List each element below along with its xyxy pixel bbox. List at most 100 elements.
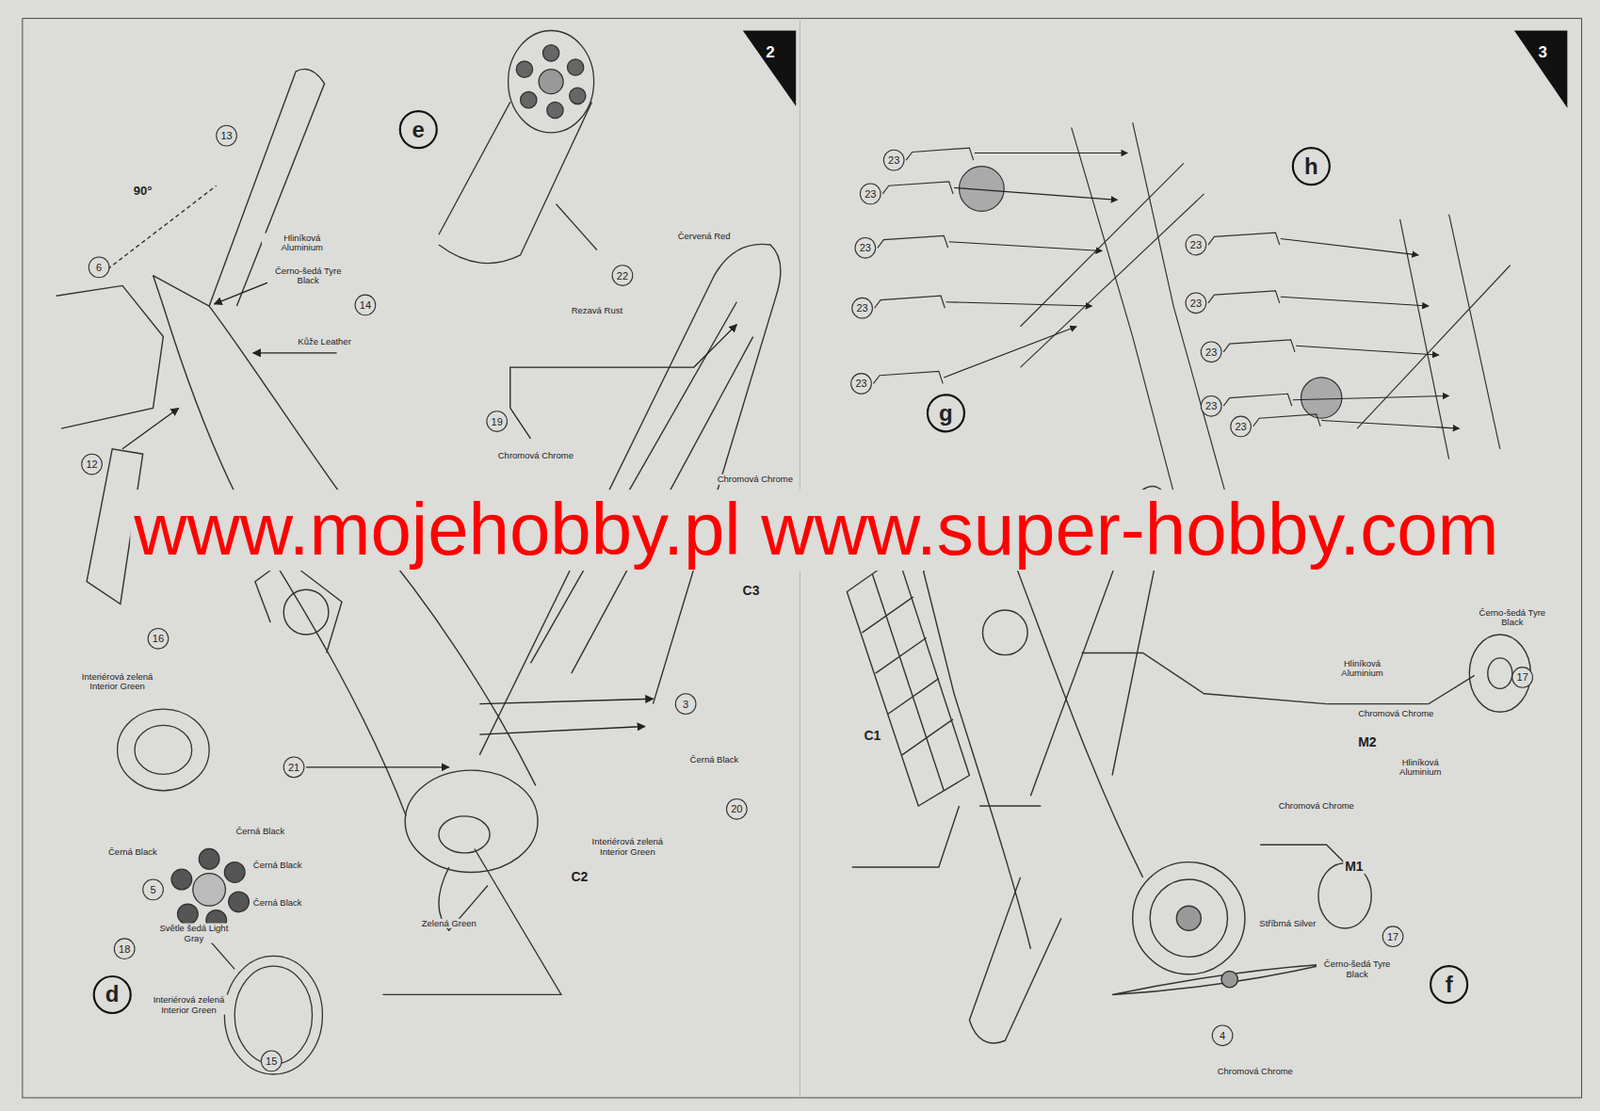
callout-circle <box>883 149 905 171</box>
callout-circle <box>147 628 169 649</box>
engine-drawing <box>556 204 598 251</box>
engine-parts <box>117 709 211 792</box>
paint-note: Černá Black <box>689 755 741 765</box>
engine-drawing <box>566 59 583 76</box>
panel-drawing <box>873 122 1511 531</box>
callout-circle <box>1512 667 1534 689</box>
assembly-arrow <box>479 698 653 704</box>
angle-mark: 90° <box>131 183 155 197</box>
fuselage-drawing <box>1326 675 1475 704</box>
fuselage-drawing <box>153 275 211 308</box>
paint-note: Stříbrná Silver <box>1258 918 1317 928</box>
paint-note: Červená Red <box>677 231 732 242</box>
part-code: C1 <box>861 729 883 744</box>
part-code: C3 <box>741 584 762 599</box>
paint-note: Hliníková Aluminium <box>1379 757 1461 777</box>
paint-note: Interiérová zelená Interior Green <box>77 671 159 692</box>
callout-number: 17 <box>1517 671 1529 683</box>
assembly-arrow <box>953 187 1117 200</box>
page-triangle <box>743 31 796 107</box>
part-code: C2 <box>569 870 591 885</box>
fuselage-drawing <box>1176 905 1201 931</box>
callout-number: 4 <box>1219 1030 1226 1042</box>
step-letter: h <box>1304 153 1319 178</box>
callout-circle <box>1200 341 1222 363</box>
page-triangle <box>743 31 1568 109</box>
fuselage-drawing <box>862 574 954 792</box>
step-letter: g <box>938 401 954 426</box>
part-code: M2 <box>1356 735 1378 750</box>
assembly-arrow <box>253 352 338 354</box>
paint-note: Černá Black <box>252 860 304 871</box>
paint-note: Interiérová zelená Interior Green <box>586 837 668 857</box>
callout-number: 16 <box>152 632 164 645</box>
engine-drawing <box>542 45 559 62</box>
callout-circle <box>143 879 164 901</box>
panel-drawing <box>1223 393 1293 406</box>
fuselage-drawing <box>1487 658 1513 690</box>
engine-drawing <box>438 31 598 264</box>
panel-drawing <box>1253 414 1322 427</box>
panel-drawing <box>877 235 949 248</box>
callout-number: 22 <box>616 270 629 282</box>
paint-note: Hliníková Aluminium <box>1322 658 1404 679</box>
engine-drawing <box>508 31 595 133</box>
assembly-arrow <box>1321 420 1459 429</box>
callout-circle <box>81 125 1534 1071</box>
engine-drawing <box>547 101 564 118</box>
callout-number: 23 <box>1205 346 1217 358</box>
engine-parts <box>177 904 199 925</box>
callout-circle <box>859 183 881 205</box>
callout-number: 3 <box>682 698 689 711</box>
assembly-arrow <box>1280 296 1429 307</box>
callout-number: 15 <box>265 1055 277 1067</box>
panel-drawing <box>874 295 946 308</box>
callout-circle <box>1382 926 1404 948</box>
paint-note: Chromová Chrome <box>497 451 575 461</box>
callout-number: 20 <box>730 803 743 815</box>
step-circle <box>400 111 437 148</box>
panel-drawing <box>1020 162 1184 326</box>
paint-note: Rezavá Rust <box>570 306 624 316</box>
fuselage-drawing <box>1082 652 1327 704</box>
step-circle <box>927 394 965 432</box>
callout-number: 5 <box>149 884 156 896</box>
callout-circle <box>1200 395 1222 417</box>
callout-number: 6 <box>96 261 102 274</box>
panel-drawing <box>905 147 974 161</box>
page-number: 3 <box>1538 44 1548 63</box>
callout-number: 23 <box>1234 420 1246 433</box>
panel-drawing <box>1208 290 1280 304</box>
callout-circle <box>81 453 103 475</box>
paint-note: Chromová Chrome <box>1357 709 1435 719</box>
step-circle <box>1292 147 1330 185</box>
paint-note: Chromová Chrome <box>1216 1066 1294 1077</box>
callout-number: 23 <box>856 302 868 314</box>
paint-note: Zelená Green <box>420 918 478 928</box>
panel-drawing <box>873 371 944 384</box>
callout-number: 23 <box>888 154 900 166</box>
callout-number: 13 <box>220 129 232 142</box>
step-circle <box>1430 966 1468 1003</box>
paint-note: Černo-šedá Tyre Black <box>1316 959 1398 980</box>
fuselage-drawing <box>101 185 216 274</box>
paint-note: Interiérová zelená Interior Green <box>147 995 229 1016</box>
engine-parts <box>382 849 562 996</box>
engine-parts <box>224 862 245 884</box>
callout-number: 23 <box>1190 239 1202 251</box>
paint-note: Světle šedá Light Gray <box>153 923 235 944</box>
paint-note: Hliníková Aluminium <box>261 232 343 253</box>
fuselage-drawing <box>1149 879 1228 957</box>
callout-circle <box>1185 234 1207 256</box>
callout-number: 14 <box>359 299 372 311</box>
callout-circle <box>726 798 747 820</box>
fuselage-drawing <box>979 805 1041 807</box>
callout-number: 23 <box>864 188 876 200</box>
fuselage-drawing <box>530 302 753 674</box>
callout-number: 21 <box>288 761 300 774</box>
callout-circle <box>486 411 508 433</box>
engine-drawing <box>520 92 537 109</box>
paint-note: Chromová Chrome <box>1277 801 1356 811</box>
fuselage-drawing <box>982 610 1028 656</box>
callout-circle <box>216 125 238 146</box>
